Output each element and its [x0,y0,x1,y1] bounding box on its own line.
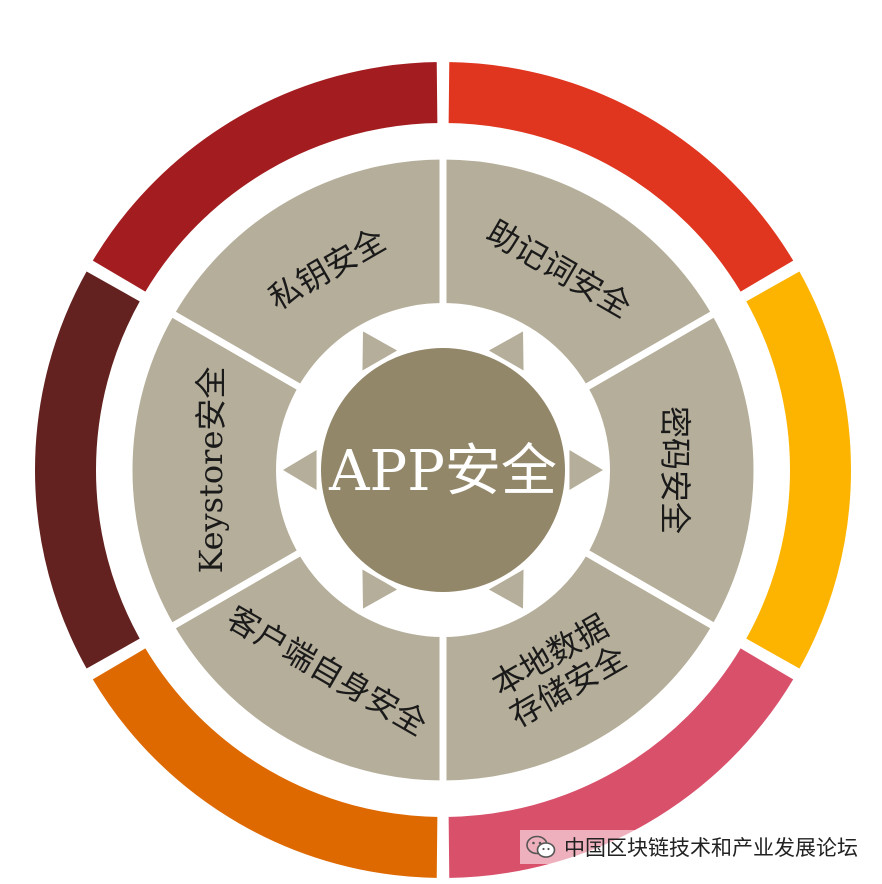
arrow-icon [362,569,398,609]
center-disc [321,348,565,592]
segment-label: Keystore安全 [192,367,230,574]
watermark-text: 中国区块链技术和产业发展论坛 [564,836,858,860]
segment-label: 密码安全 [656,406,694,534]
arrow-icon [488,569,524,609]
outer-ring-segment [31,266,146,674]
outer-ring-segment [444,58,799,298]
center-label: APP安全 [328,439,557,504]
arrow-icon [362,331,398,371]
arrow-icon [283,449,317,491]
outer-ring-segment [87,58,442,298]
wechat-icon [526,835,556,858]
arrow-icon [569,449,603,491]
outer-ring [31,58,855,882]
arrow-icon [488,331,524,371]
watermark: 中国区块链技术和产业发展论坛 [520,830,864,864]
outer-ring-segment [444,642,799,882]
arrows [283,331,603,609]
segment-label-group: Keystore安全 [192,367,230,574]
outer-ring-segment [87,642,442,882]
outer-ring-segment [740,266,855,674]
segment-label-group: 密码安全 [656,406,694,534]
